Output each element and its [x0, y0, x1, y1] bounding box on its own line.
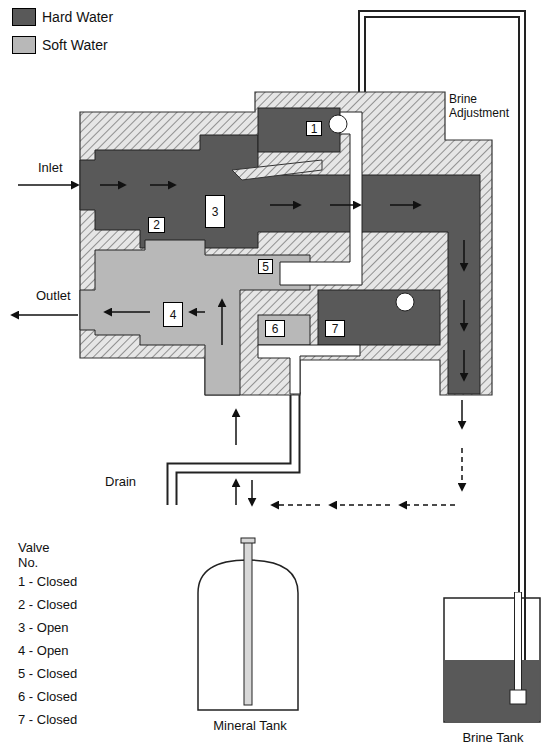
illustration-polygon — [258, 345, 360, 394]
valve-status: 6 - Closed — [18, 689, 77, 704]
illustration-line — [390, 204, 420, 206]
illustration-line — [100, 184, 125, 186]
port-label: Drain — [105, 474, 136, 489]
callout-number: 6 — [272, 323, 279, 335]
brine-liquid — [445, 660, 540, 721]
valve-number-box: 2 — [148, 217, 165, 233]
illustration-line — [105, 311, 150, 313]
mineral-tank: Mineral Tank — [183, 535, 317, 735]
legend-text: Soft Water — [42, 37, 108, 53]
tank-shape — [440, 592, 542, 747]
tank-label: Mineral Tank — [183, 718, 317, 733]
illustration-line — [270, 204, 300, 206]
illustration-line — [235, 480, 237, 505]
illustration-line — [463, 300, 465, 330]
callout-number: 7 — [332, 323, 339, 335]
illustration-line — [251, 480, 253, 505]
riser-cap — [241, 538, 255, 543]
illustration-circle — [329, 115, 347, 133]
brine-float — [510, 690, 526, 704]
illustration-circle — [396, 293, 414, 311]
illustration-polygon — [80, 240, 310, 395]
illustration-line — [190, 311, 205, 313]
valve-number-box: 5 — [258, 259, 273, 274]
port-label: Inlet — [38, 160, 63, 175]
valve-status: 5 - Closed — [18, 666, 77, 681]
illustration-path — [172, 392, 295, 505]
legend-swatch — [12, 36, 36, 54]
port-label: Outlet — [36, 288, 71, 303]
illustration-line — [400, 504, 455, 506]
tank-label: Brine Tank — [440, 730, 546, 745]
valve-status: 4 - Open — [18, 643, 69, 658]
callout-number: 2 — [153, 219, 160, 231]
valve-number-box: 7 — [325, 320, 345, 337]
part-label: Brine Adjustment — [449, 92, 529, 120]
illustration-path — [172, 392, 295, 505]
callout-number: 1 — [311, 123, 318, 135]
illustration-line — [461, 400, 463, 428]
valve-number-box: 1 — [306, 121, 322, 136]
illustration-rect — [318, 290, 440, 345]
illustration-rect — [258, 108, 340, 152]
callout-number: 5 — [262, 261, 269, 273]
riser-tube — [244, 540, 252, 705]
illustration-polygon — [80, 92, 492, 395]
valve-number-box: 3 — [205, 195, 225, 228]
legend-swatch — [12, 8, 36, 26]
valve-status: 2 - Closed — [18, 597, 77, 612]
illustration-line — [221, 300, 223, 345]
illustration-line — [235, 410, 237, 445]
illustration-rect — [258, 315, 310, 345]
tank-body — [444, 598, 540, 722]
valve-number-box: 6 — [265, 320, 285, 337]
illustration-line — [463, 240, 465, 270]
legend-text: Hard Water — [42, 9, 113, 25]
illustration-line — [150, 184, 175, 186]
valve-number-box: 4 — [163, 302, 183, 327]
illustration-line — [18, 184, 78, 186]
valve-status: 3 - Open — [18, 620, 69, 635]
illustration-line — [12, 314, 78, 316]
brine-pick-tube — [515, 592, 522, 696]
illustration-polygon — [280, 112, 362, 285]
illustration-polygon — [232, 160, 322, 180]
illustration-line — [330, 204, 360, 206]
valve-status: 1 - Closed — [18, 574, 77, 589]
valve-status: 7 - Closed — [18, 712, 77, 727]
illustration-line — [463, 350, 465, 380]
illustration-line — [330, 504, 390, 506]
tank-shape — [183, 535, 313, 735]
illustration-line — [272, 504, 320, 506]
brine-tank: Brine Tank — [440, 592, 546, 747]
illustration-line — [461, 448, 463, 490]
callout-number: 4 — [170, 309, 177, 321]
valve-status: Valve No. — [18, 540, 60, 570]
callout-number: 3 — [212, 206, 219, 218]
